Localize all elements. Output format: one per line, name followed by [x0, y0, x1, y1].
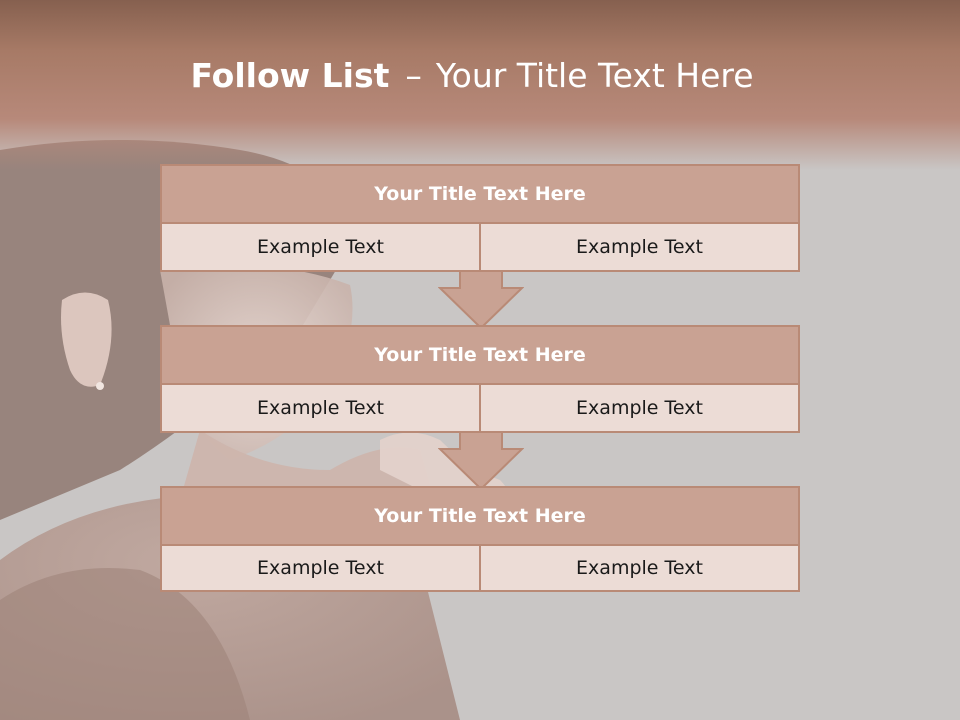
title-bold: Follow List: [190, 56, 390, 95]
list-block-3: Your Title Text Here Example Text Exampl…: [160, 486, 800, 592]
down-arrow-icon: [438, 270, 524, 330]
title-separator: –: [405, 56, 422, 95]
block-title: Your Title Text Here: [162, 166, 798, 224]
block-cell-right: Example Text: [479, 546, 798, 590]
block-title: Your Title Text Here: [162, 327, 798, 385]
block-row: Example Text Example Text: [162, 224, 798, 270]
slide-title: Follow List–Your Title Text Here: [0, 52, 944, 100]
title-rest: Your Title Text Here: [435, 56, 754, 95]
block-cell-left: Example Text: [162, 385, 479, 431]
down-arrow-icon: [438, 431, 524, 491]
list-block-1: Your Title Text Here Example Text Exampl…: [160, 164, 800, 272]
header-band: [0, 0, 960, 170]
block-row: Example Text Example Text: [162, 385, 798, 431]
block-row: Example Text Example Text: [162, 546, 798, 590]
block-cell-left: Example Text: [162, 546, 479, 590]
block-cell-right: Example Text: [479, 224, 798, 270]
block-cell-left: Example Text: [162, 224, 479, 270]
block-cell-right: Example Text: [479, 385, 798, 431]
block-title: Your Title Text Here: [162, 488, 798, 546]
list-block-2: Your Title Text Here Example Text Exampl…: [160, 325, 800, 433]
